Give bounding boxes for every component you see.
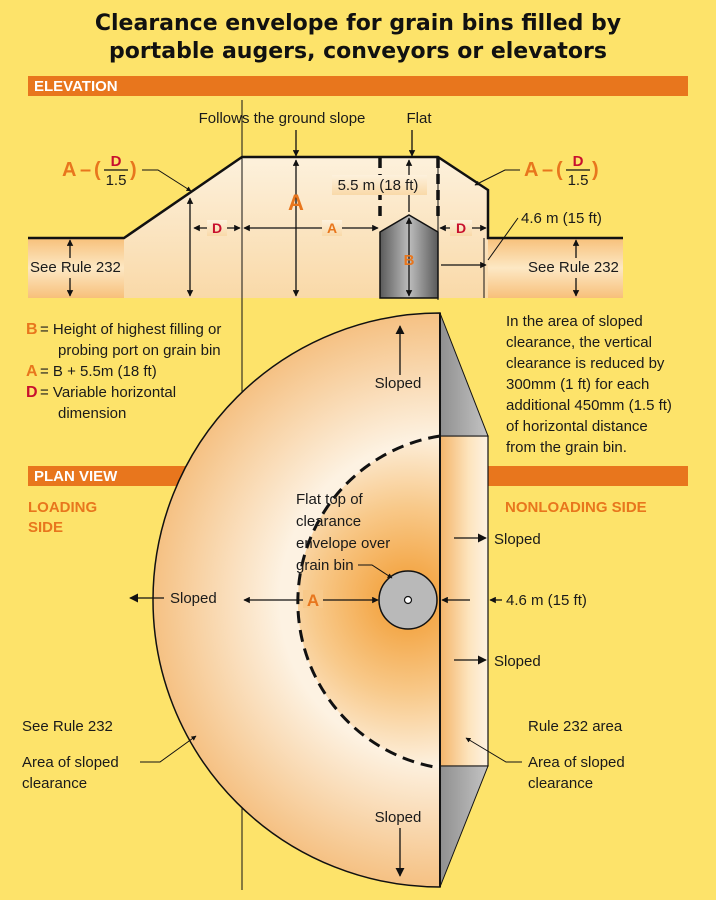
rule-area-label: Rule 232 area xyxy=(528,718,623,735)
formula-left-numerator: D xyxy=(111,153,122,170)
area-sloped-left-line-1: Area of sloped xyxy=(22,754,119,771)
d-right-label: D xyxy=(456,220,466,236)
sloped-top-label: Sloped xyxy=(375,375,422,392)
formula-right-a: A xyxy=(524,159,538,181)
legend-b-eq-2: probing port on grain bin xyxy=(58,342,221,359)
note-line-3: clearance is reduced by xyxy=(506,355,665,372)
flat-top-line-2: clearance xyxy=(296,513,361,530)
formula-left-open: ( xyxy=(94,159,101,181)
legend-d-eq: = Variable horizontal xyxy=(40,384,176,401)
note-line-5: additional 450mm (1.5 ft) xyxy=(506,397,672,414)
note-line-1: In the area of sloped xyxy=(506,313,643,330)
legend-b-eq: = Height of highest filling or xyxy=(40,321,221,338)
sloped-left-label: Sloped xyxy=(170,590,217,607)
a-vertical-label: A xyxy=(288,190,304,215)
note-line-6: of horizontal distance xyxy=(506,418,648,435)
elevation-section-bar xyxy=(28,76,688,96)
see-rule-plan: See Rule 232 xyxy=(22,718,113,735)
see-rule-right: See Rule 232 xyxy=(528,259,619,276)
area-sloped-right-leader xyxy=(465,737,522,763)
area-sloped-left-line-2: clearance xyxy=(22,775,87,792)
horizontal-clearance-label: 4.6 m (15 ft) xyxy=(521,210,602,227)
formula-right-leader xyxy=(474,169,520,186)
vertical-clearance-label: 5.5 m (18 ft) xyxy=(338,177,419,194)
loading-side-line-1: LOADING xyxy=(28,499,97,516)
note-line-2: clearance, the vertical xyxy=(506,334,652,351)
formula-left-close: ) xyxy=(130,159,137,181)
grain-bin-center xyxy=(403,595,413,605)
legend-d-key: D xyxy=(26,384,38,401)
title-line-1: Clearance envelope for grain bins filled… xyxy=(95,11,621,36)
sloped-right-top-label: Sloped xyxy=(494,531,541,548)
sloped-wedge-top xyxy=(439,312,489,437)
formula-right-denominator: 1.5 xyxy=(568,172,589,189)
see-rule-left: See Rule 232 xyxy=(30,259,121,276)
plan-section-label: PLAN VIEW xyxy=(34,468,118,485)
sloped-right-bottom-label: Sloped xyxy=(494,653,541,670)
formula-left-a: A xyxy=(62,159,76,181)
elevation-section-label: ELEVATION xyxy=(34,78,118,95)
flat-top-line-1: Flat top of xyxy=(296,491,364,508)
flat-top-line-4: grain bin xyxy=(296,557,354,574)
follows-slope-label: Follows the ground slope xyxy=(199,110,366,127)
rule-232-strip xyxy=(439,435,489,767)
legend-a-key: A xyxy=(26,363,38,380)
sloped-bottom-label: Sloped xyxy=(375,809,422,826)
a-plan-label: A xyxy=(307,591,319,610)
legend-d-eq-2: dimension xyxy=(58,405,126,422)
plan-clearance-label: 4.6 m (15 ft) xyxy=(506,592,587,609)
title-line-2: portable augers, conveyors or elevators xyxy=(109,39,607,64)
d-right-bg xyxy=(450,220,472,236)
note-line-7: from the grain bin. xyxy=(506,439,627,456)
b-label-elevation: B xyxy=(404,252,415,269)
loading-side-line-2: SIDE xyxy=(28,519,63,536)
envelope-outline xyxy=(28,155,623,240)
a-horizontal-label: A xyxy=(327,220,337,236)
formula-right-open: ( xyxy=(556,159,563,181)
flat-label: Flat xyxy=(406,110,432,127)
horizontal-clearance-leader xyxy=(487,217,519,261)
formula-left-leader xyxy=(142,169,192,192)
a-plan-bg xyxy=(303,590,323,608)
area-sloped-right-line-2: clearance xyxy=(528,775,593,792)
formula-left-minus: – xyxy=(80,159,91,181)
formula-right-minus: – xyxy=(542,159,553,181)
formula-right-numerator: D xyxy=(573,153,584,170)
legend-a-eq: = B + 5.5m (18 ft) xyxy=(40,363,157,380)
nonloading-side-label: NONLOADING SIDE xyxy=(505,499,647,516)
flat-top-line-3: envelope over xyxy=(296,535,390,552)
d-left-bg xyxy=(207,220,227,236)
area-sloped-right-line-1: Area of sloped xyxy=(528,754,625,771)
d-left-label: D xyxy=(212,220,222,236)
sloped-wedge-bottom xyxy=(439,765,489,888)
vertical-clearance-bg xyxy=(332,175,427,195)
flat-top-leader xyxy=(358,564,393,579)
a-horizontal-bg xyxy=(322,220,342,236)
note-line-4: 300mm (1 ft) for each xyxy=(506,376,649,393)
area-sloped-left-leader xyxy=(140,735,197,763)
legend-b-key: B xyxy=(26,321,38,338)
formula-right-close: ) xyxy=(592,159,599,181)
formula-left-denominator: 1.5 xyxy=(106,172,127,189)
